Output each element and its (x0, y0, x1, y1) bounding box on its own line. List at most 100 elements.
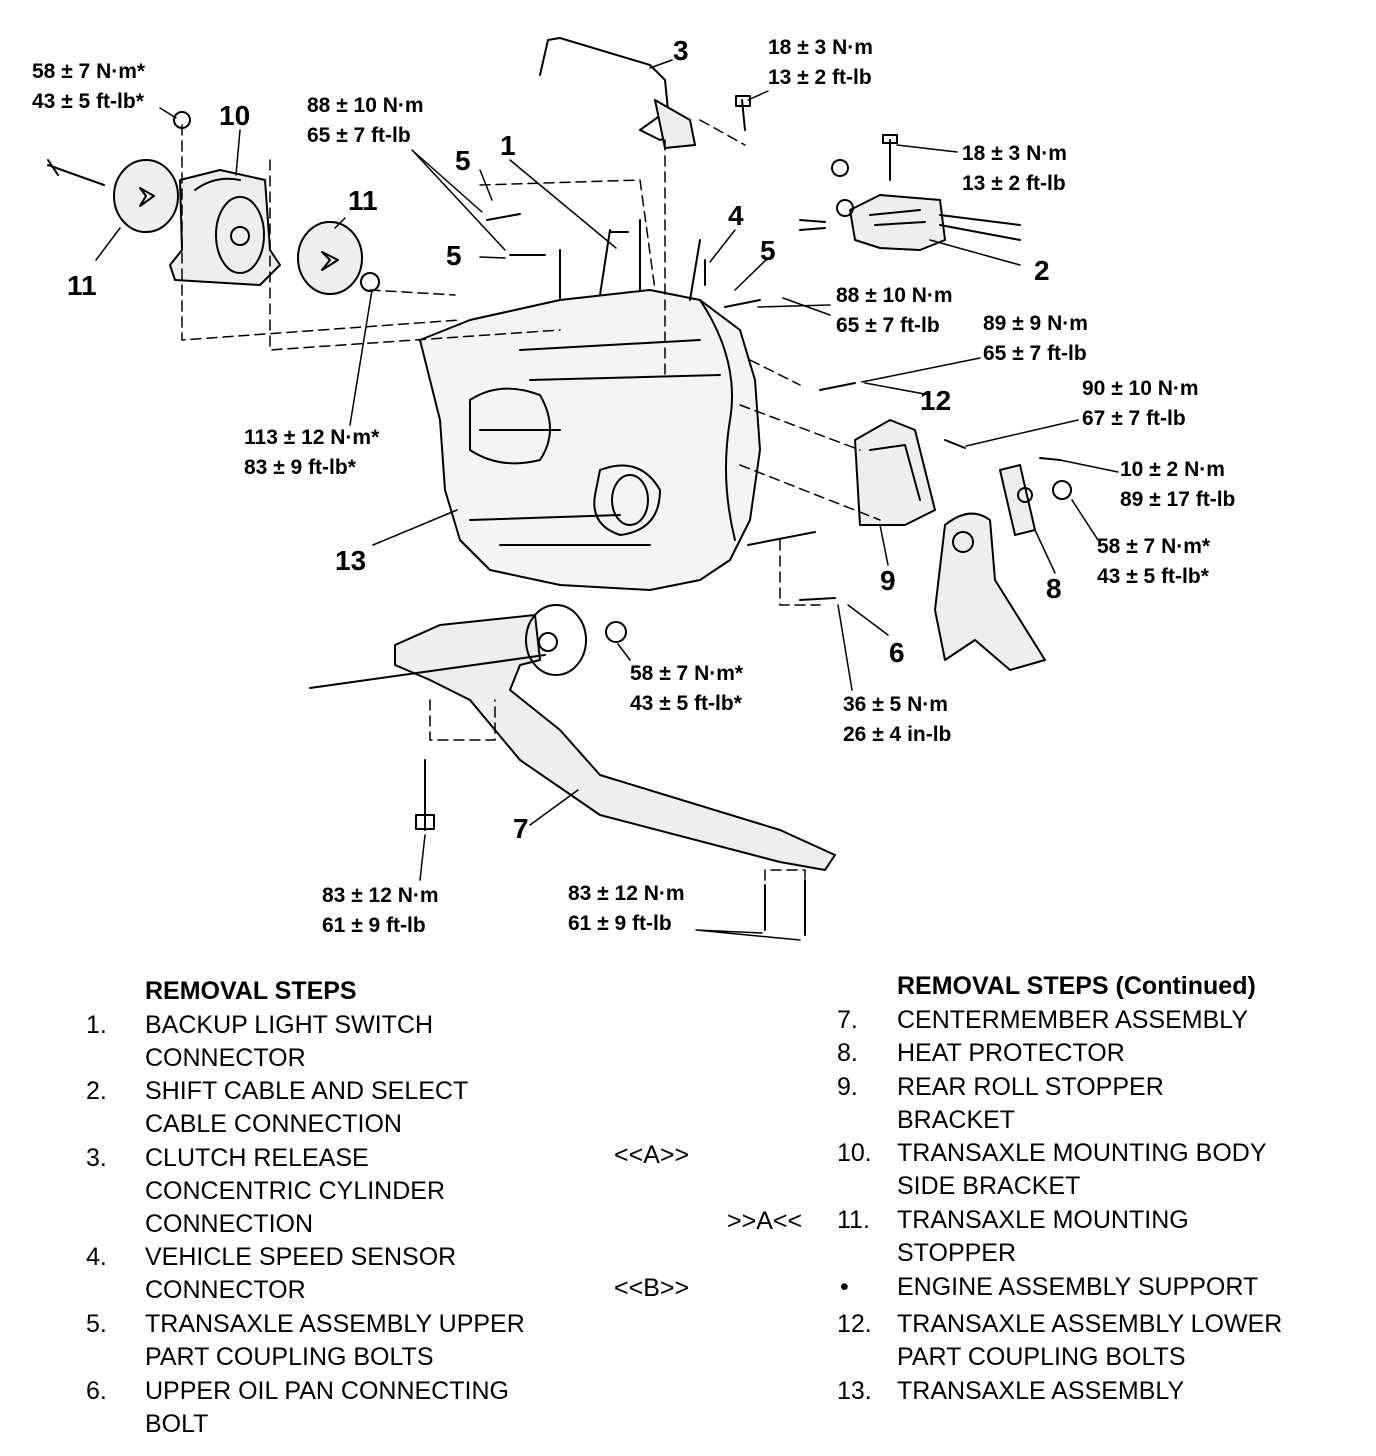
part-callouts: 1 2 3 4 5 5 5 6 7 8 9 10 11 11 12 13 (67, 35, 1062, 844)
torque-10-stopper-nm: 58 ± 7 N·m* (32, 60, 146, 83)
callout-10: 10 (219, 100, 250, 131)
callout-11-left: 11 (67, 270, 97, 301)
step-text-line1: ENGINE ASSEMBLY SUPPORT (897, 1273, 1259, 1301)
torque-2-bracket-nm: 18 ± 3 N·m (962, 142, 1067, 165)
torque-8-bolt-ftlb: 89 ± 17 ft-lb (1120, 488, 1235, 511)
marker-a-install: <<A>> (614, 1141, 690, 1169)
leader-lines (95, 59, 1119, 941)
torque-6-nm: 36 ± 5 N·m (843, 693, 948, 716)
torque-2-bracket-ftlb: 13 ± 2 ft-lb (962, 172, 1066, 195)
torque-9-bolt-nm: 90 ± 10 N·m (1082, 377, 1199, 400)
callout-6: 6 (889, 637, 905, 668)
marker-b-install: <<B>> (614, 1274, 690, 1302)
callout-9: 9 (880, 565, 896, 596)
step-text-line2: CONCENTRIC CYLINDER (145, 1177, 446, 1205)
shift-cable-bracket-2-drawing (799, 134, 1021, 251)
callout-3: 3 (673, 35, 689, 66)
heat-protector-8-drawing (934, 464, 1072, 671)
callout-1: 1 (500, 130, 516, 161)
removal-steps-heading: REMOVAL STEPS (145, 977, 357, 1005)
step-text-line2: CONNECTOR (145, 1044, 306, 1072)
torque-specs: 58 ± 7 N·m* 43 ± 5 ft-lb* 88 ± 10 N·m 65… (32, 36, 1235, 937)
bullet-icon: • (840, 1273, 849, 1301)
step-text-line1: TRANSAXLE MOUNTING BODY (897, 1139, 1267, 1167)
torque-7-right-nm: 83 ± 12 N·m (568, 882, 685, 905)
torque-9-bolt-ftlb: 67 ± 7 ft-lb (1082, 407, 1186, 430)
step-text-line1: TRANSAXLE MOUNTING (897, 1206, 1189, 1234)
torque-7-right-ftlb: 61 ± 9 ft-lb (568, 912, 672, 935)
step-text-line1: TRANSAXLE ASSEMBLY UPPER (145, 1310, 525, 1338)
step-text-line1: TRANSAXLE ASSEMBLY (897, 1377, 1185, 1405)
torque-8-nut-ftlb: 43 ± 5 ft-lb* (1097, 565, 1210, 588)
step-text-line2: BOLT (145, 1410, 209, 1438)
step-number: 3. (86, 1144, 107, 1172)
callout-13: 13 (335, 545, 366, 576)
step-number: 11. (837, 1206, 870, 1234)
torque-7-nut-ftlb: 43 ± 5 ft-lb* (630, 692, 743, 715)
callout-8: 8 (1046, 573, 1062, 604)
centermember-7-drawing (309, 604, 836, 936)
step-text-line1: CLUTCH RELEASE (145, 1144, 369, 1172)
torque-10-stopper-ftlb: 43 ± 5 ft-lb* (32, 90, 145, 113)
stopper-plates-11-drawing (47, 111, 380, 295)
clutch-line-3-drawing (539, 37, 751, 149)
step-text-line2: PART COUPLING BOLTS (897, 1343, 1186, 1371)
callout-12: 12 (920, 385, 951, 416)
torque-5-upper-ftlb: 65 ± 7 ft-lb (307, 124, 411, 147)
torque-5-upper-nm: 88 ± 10 N·m (307, 94, 424, 117)
torque-7-left-nm: 83 ± 12 N·m (322, 884, 439, 907)
torque-3-bolt-nm: 18 ± 3 N·m (768, 36, 873, 59)
step-number: 6. (86, 1377, 107, 1405)
transaxle-assembly-drawing (419, 219, 761, 591)
torque-8-bolt-nm: 10 ± 2 N·m (1120, 458, 1225, 481)
step-text-line1: SHIFT CABLE AND SELECT (145, 1077, 469, 1105)
step-text-line2: BRACKET (897, 1106, 1016, 1134)
step-number: 12. (837, 1310, 872, 1338)
marker-a-removal: >>A<< (727, 1207, 803, 1235)
step-text-line1: TRANSAXLE ASSEMBLY LOWER (897, 1310, 1283, 1338)
step-number: 10. (837, 1139, 872, 1167)
removal-steps-list: REMOVAL STEPS 1. BACKUP LIGHT SWITCH CON… (0, 975, 620, 1456)
callout-5-top: 5 (455, 145, 471, 176)
callout-2: 2 (1034, 255, 1050, 286)
callout-4: 4 (728, 200, 744, 231)
step-text-line2: STOPPER (897, 1239, 1017, 1267)
step-text-line2: PART COUPLING BOLTS (145, 1343, 434, 1371)
step-number: 13. (837, 1377, 872, 1405)
torque-13-nut-ftlb: 83 ± 9 ft-lb* (244, 456, 357, 479)
step-text-line2: CONNECTOR (145, 1276, 306, 1304)
roll-stopper-bracket-9-drawing (854, 419, 936, 526)
torque-12-nm: 89 ± 9 N·m (983, 312, 1088, 335)
step-text-line1: BACKUP LIGHT SWITCH (145, 1011, 434, 1039)
alignment-lines (181, 119, 881, 881)
step-text-line2: SIDE BRACKET (897, 1172, 1081, 1200)
step-text-line1: HEAT PROTECTOR (897, 1039, 1125, 1067)
torque-5-right-nm: 88 ± 10 N·m (836, 284, 953, 307)
step-number: 7. (837, 1006, 858, 1034)
callout-5-right: 5 (760, 235, 776, 266)
step-text-line1: VEHICLE SPEED SENSOR (145, 1243, 457, 1271)
mounting-bracket-10-drawing (169, 169, 281, 286)
step-number: 8. (837, 1039, 858, 1067)
torque-12-ftlb: 65 ± 7 ft-lb (983, 342, 1087, 365)
torque-13-nut-nm: 113 ± 12 N·m* (244, 426, 380, 449)
torque-3-bolt-ftlb: 13 ± 2 ft-lb (768, 66, 872, 89)
step-number: 4. (86, 1243, 107, 1271)
torque-5-right-ftlb: 65 ± 7 ft-lb (836, 314, 940, 337)
callout-7: 7 (513, 813, 529, 844)
step-number: 5. (86, 1310, 107, 1338)
callout-5-left: 5 (446, 240, 462, 271)
bolts-drawing (486, 213, 1061, 601)
torque-7-nut-nm: 58 ± 7 N·m* (630, 662, 744, 685)
removal-steps-continued-list: REMOVAL STEPS (Continued) 7. CENTERMEMBE… (820, 972, 1376, 1456)
step-text-line2: CABLE CONNECTION (145, 1110, 402, 1138)
step-number: 1. (86, 1011, 107, 1039)
torque-8-nut-nm: 58 ± 7 N·m* (1097, 535, 1211, 558)
step-number: 2. (86, 1077, 107, 1105)
torque-6-inlb: 26 ± 4 in-lb (843, 723, 951, 746)
torque-7-left-ftlb: 61 ± 9 ft-lb (322, 914, 426, 937)
step-text-line1: CENTERMEMBER ASSEMBLY (897, 1006, 1249, 1034)
step-number: 9. (837, 1073, 858, 1101)
step-text-line1: REAR ROLL STOPPER (897, 1073, 1164, 1101)
callout-11-right: 11 (348, 185, 378, 216)
